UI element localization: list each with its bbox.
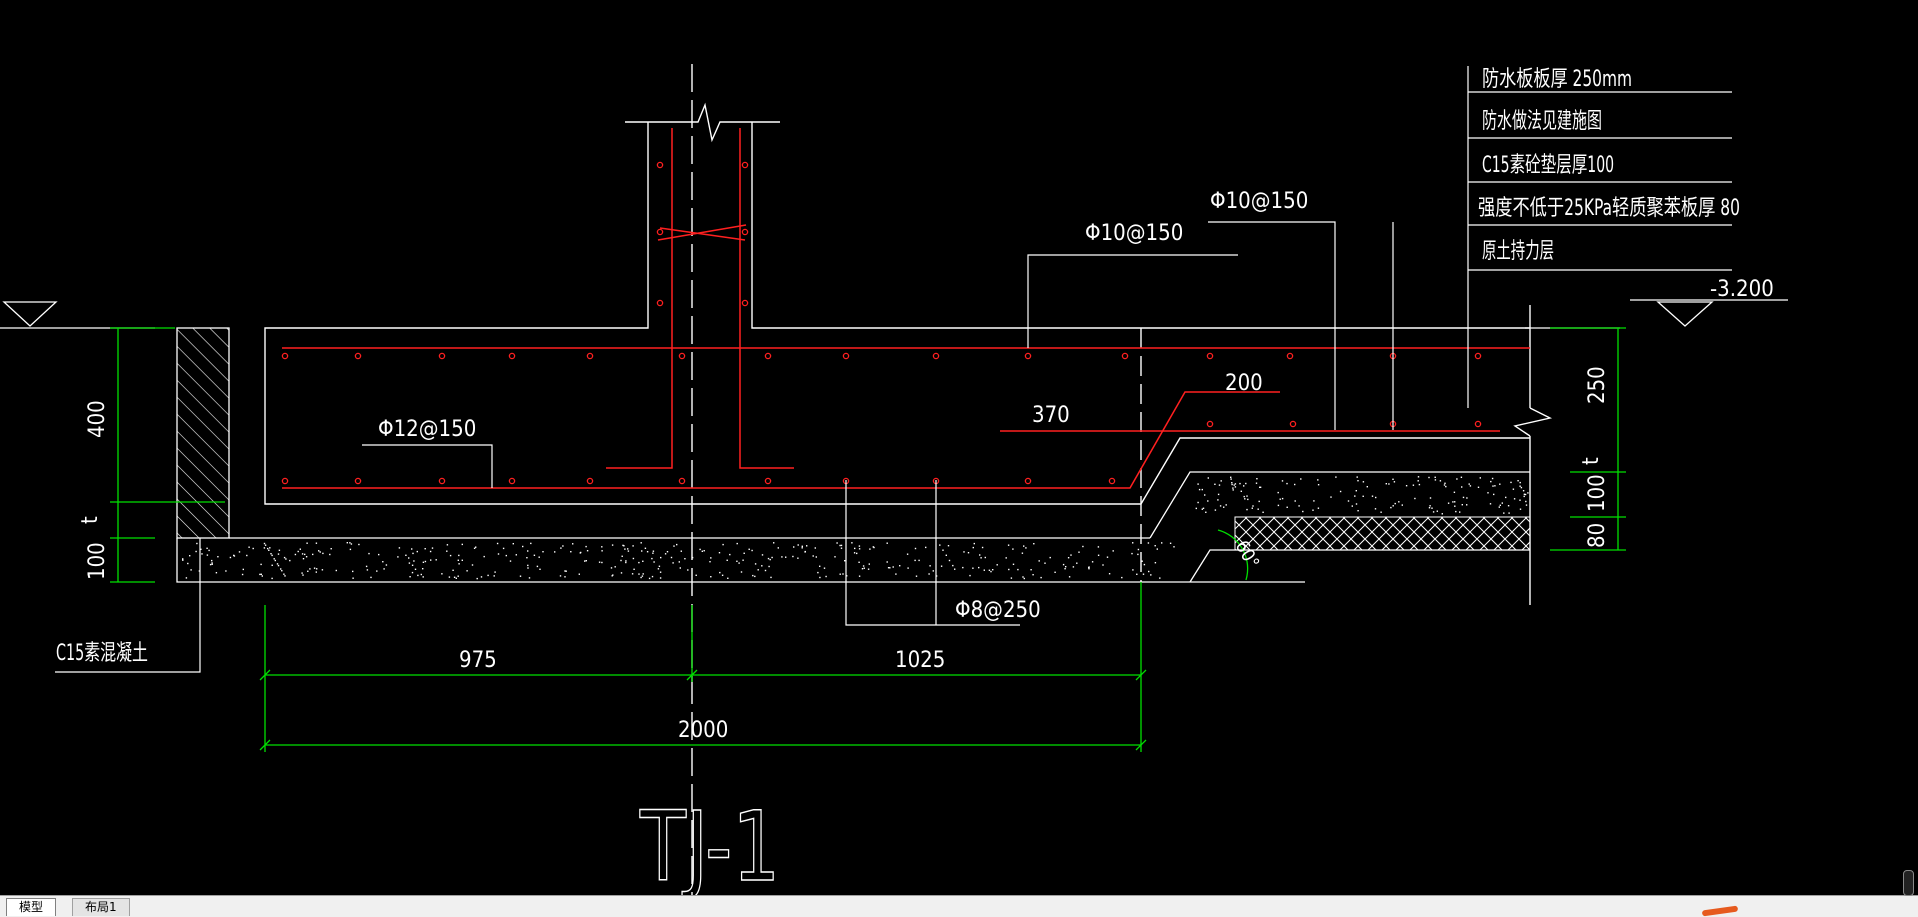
concrete-pad: [176, 471, 1530, 583]
dim-370: 370: [1032, 403, 1070, 428]
dim-100-left: 100: [85, 542, 110, 580]
note-soil: 原土持力层: [1482, 239, 1554, 264]
concrete-speckle: [182, 476, 1529, 580]
left-retaining-wall: [176, 327, 230, 539]
dim-400: 400: [85, 400, 110, 438]
dim-80-right: 80: [1585, 523, 1610, 548]
rebar-distribution-label: Φ8@250: [955, 598, 1041, 623]
dimension-lines: [110, 327, 1626, 752]
note-bedding: C15素砼垫层厚100: [1482, 153, 1614, 178]
dim-975: 975: [459, 648, 497, 673]
cad-drawing-canvas[interactable]: 防水板板厚 250mm 防水做法见建施图 C15素砼垫层厚100 强度不低于25…: [0, 0, 1918, 895]
dim-1025: 1025: [895, 648, 945, 673]
dim-2000: 2000: [678, 718, 728, 743]
elevation-label: -3.200: [1710, 277, 1774, 302]
note-board: 强度不低于25KPa轻质聚苯板厚 80: [1478, 196, 1740, 221]
rebar: [282, 128, 1530, 489]
dim-100-right: 100: [1585, 474, 1610, 512]
dim-200: 200: [1225, 371, 1263, 396]
leader-lines: [55, 66, 1732, 673]
ground-level-symbol-left: [0, 301, 155, 329]
tab-model[interactable]: 模型: [6, 898, 57, 916]
tab-layout-1[interactable]: 布局1: [72, 898, 130, 916]
rebar-top-footing-label: Φ10@150: [1085, 221, 1183, 246]
dim-250-right: 250: [1585, 366, 1610, 404]
rebar-bottom-label: Φ12@150: [378, 417, 476, 442]
note-waterproof: 防水做法见建施图: [1482, 109, 1602, 134]
footing-outline: [264, 122, 1553, 605]
column-break: [625, 64, 1142, 895]
scrollbar-handle[interactable]: [1903, 870, 1914, 896]
drawing-title: TJ-1: [639, 791, 780, 895]
dim-t-right: t: [1579, 457, 1604, 465]
left-material-label: C15素混凝土: [56, 641, 148, 666]
layout-tab-bar: 模型 布局1: [0, 895, 1918, 917]
rebar-top-slab-label: Φ10@150: [1210, 189, 1308, 214]
note-slab-thickness: 防水板板厚 250mm: [1482, 67, 1632, 92]
dim-t-left: t: [78, 516, 103, 524]
ground-level-symbol-right: [1525, 299, 1788, 329]
insulation-board: [1234, 516, 1531, 551]
